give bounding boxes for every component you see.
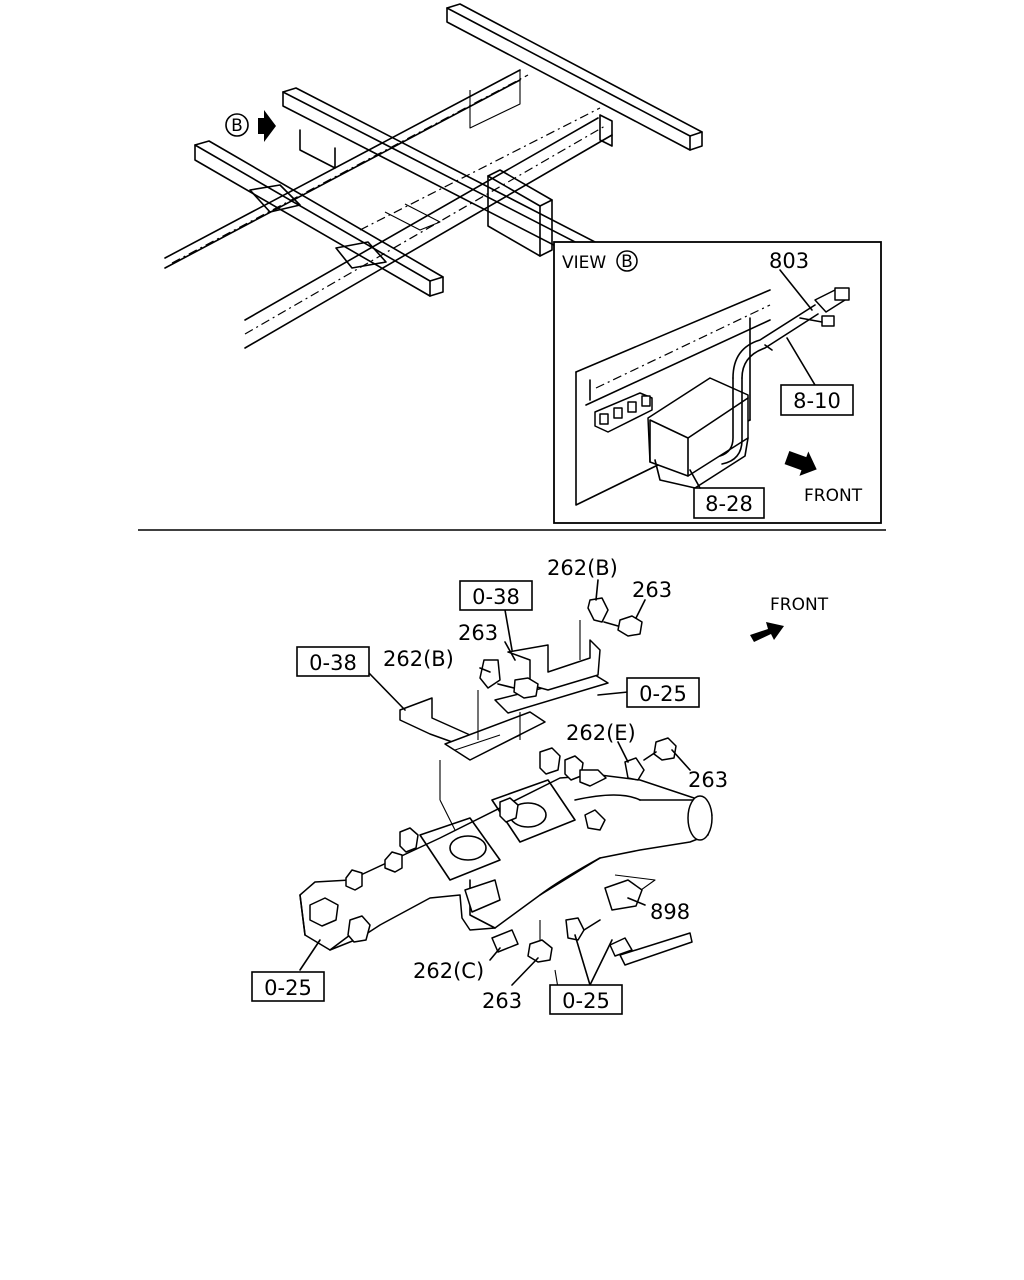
callout-803: 803 bbox=[769, 249, 809, 273]
callout-263-mid: 263 bbox=[458, 621, 498, 645]
bottom-front-label: FRONT bbox=[770, 595, 829, 615]
exhaust-manifold-illustration bbox=[299, 579, 713, 1001]
callout-263-bottom: 263 bbox=[482, 989, 522, 1013]
inset-view-label: VIEW bbox=[562, 253, 606, 273]
ref-box-8-28 bbox=[693, 487, 765, 519]
inset-front-label: FRONT bbox=[804, 486, 863, 506]
callout-263-right: 263 bbox=[688, 768, 728, 792]
ref-box-8-10 bbox=[780, 384, 854, 416]
view-b-circle-letter: B bbox=[231, 116, 243, 136]
ref-0-25-bottom: 0-25 bbox=[562, 989, 610, 1013]
ref-0-25-top: 0-25 bbox=[639, 682, 687, 706]
callout-262b-top: 262(B) bbox=[547, 556, 618, 580]
inset-view-b: VIEW B bbox=[553, 241, 882, 524]
ref-box-0-25-top bbox=[626, 677, 700, 708]
leader-lines bbox=[299, 579, 691, 986]
ref-box-0-38-a bbox=[459, 580, 533, 611]
ref-box-0-38-b bbox=[296, 646, 370, 677]
wire-harness-803 bbox=[719, 269, 850, 465]
fasteners bbox=[479, 597, 693, 966]
chassis-frame-illustration bbox=[164, 3, 703, 349]
manifold-bosses bbox=[309, 747, 607, 943]
view-direction-arrow-icon bbox=[258, 110, 276, 142]
callout-262e: 262(E) bbox=[566, 721, 636, 745]
callout-262c: 262(C) bbox=[413, 959, 484, 983]
view-b-marker: B bbox=[225, 110, 276, 142]
ref-box-0-25-left bbox=[251, 971, 325, 1002]
callout-263-top: 263 bbox=[632, 578, 672, 602]
inset-view-circle bbox=[616, 250, 638, 272]
ref-8-28: 8-28 bbox=[705, 492, 753, 516]
bottom-front-arrow-icon bbox=[750, 622, 784, 642]
ref-0-25-left: 0-25 bbox=[264, 976, 312, 1000]
ref-box-0-25-bottom bbox=[549, 984, 623, 1015]
callout-262b-mid: 262(B) bbox=[383, 647, 454, 671]
inset-front-arrow-icon bbox=[784, 450, 817, 476]
ref-0-38-b: 0-38 bbox=[309, 651, 357, 675]
ref-0-38-a: 0-38 bbox=[472, 585, 520, 609]
callout-898: 898 bbox=[650, 900, 690, 924]
ref-8-10: 8-10 bbox=[793, 389, 841, 413]
control-module bbox=[594, 377, 749, 489]
view-b-circle bbox=[225, 113, 249, 137]
inset-view-circle-letter: B bbox=[621, 252, 633, 272]
